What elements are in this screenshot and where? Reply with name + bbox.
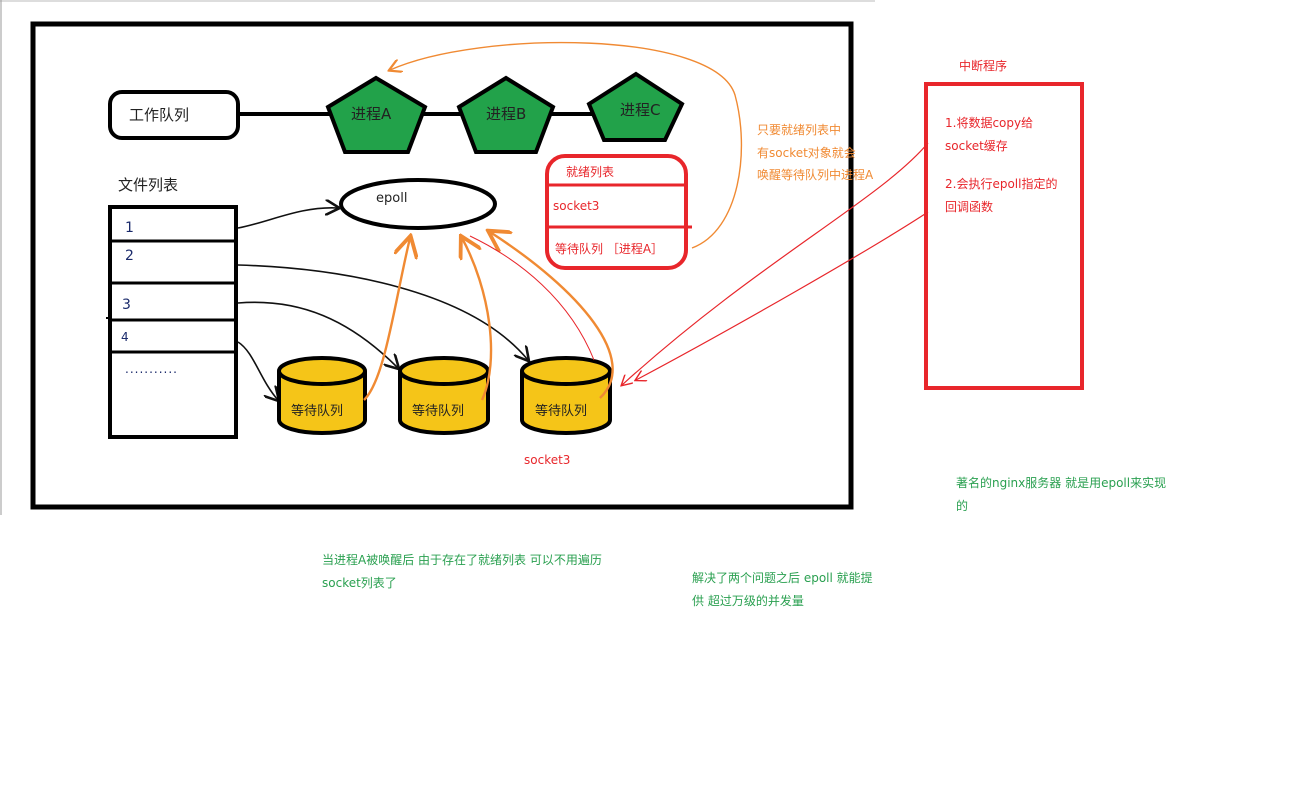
work-queue-box [108,90,240,140]
ready-list-benefit-line: socket列表了 [322,576,397,590]
file-list-title: 文件列表 [118,176,179,194]
interrupt-line: 1.将数据copy给 [945,116,1034,130]
ready-list-benefit-line: 当进程A被唤醒后 由于存在了就绪列表 可以不用遍历 [322,553,602,567]
interrupt-line: socket缓存 [945,139,1008,153]
interrupt-title: 中断程序 [959,59,1008,73]
file-list-row: ........... [125,362,178,376]
red-line-callback-to-queue3 [636,211,929,380]
ready-list-wait: 等待队列 ［进程A］ [555,242,664,256]
orange-note-line: 唤醒等待队列中进程A [757,168,874,182]
file-list-row: 4 [121,330,129,344]
wait-queue-label: 等待队列 [535,404,588,419]
file-list-box [108,205,238,439]
red-line-interrupt-to-queue3 [622,142,929,385]
interrupt-line: 2.会执行epoll指定的 [945,177,1058,191]
ready-list-item: socket3 [553,199,600,213]
file-list-row: 2 [125,248,134,264]
epoll-ellipse [339,178,497,230]
main-frame [30,21,854,510]
wait-queue-cylinder-2 [398,356,490,435]
arrow-file4-to-queue1 [237,341,278,400]
concurrency-note-line: 解决了两个问题之后 epoll 就能提 [692,571,873,585]
concurrency-note-line: 供 超过万级的并发量 [692,594,804,608]
process-c-pentagon [586,71,685,142]
arrow-file3-to-queue2 [237,301,398,368]
arrow-file2-to-queue3 [237,264,528,360]
interrupt-box [924,82,1084,390]
process-b-pentagon [456,75,556,154]
process-a-label: 进程A [351,105,392,123]
process-a-pentagon [325,75,428,154]
epoll-label: epoll [376,191,408,206]
arrow-file1-to-epoll [237,208,338,229]
orange-arrow-queue2-to-epoll [462,238,493,401]
nginx-note-line: 的 [956,499,969,513]
wait-queue-cylinder-3 [520,356,612,435]
orange-note-line: 有socket对象就会 [757,146,856,160]
interrupt-line: 回调函数 [945,200,994,214]
orange-arrow-queue1-to-epoll [363,238,410,401]
orange-arrow-queue3-to-epoll [490,232,614,399]
wait-queue-label: 等待队列 [412,404,465,419]
orange-wakeup-arrow [390,41,743,249]
orange-note-line: 只要就绪列表中 [757,123,842,137]
file-list-row: 3 [122,297,131,313]
wait-queue-cylinder-1 [277,356,367,435]
file-list-row: 1 [125,220,134,236]
ready-list-title: 就绪列表 [566,165,615,179]
nginx-note-line: 著名的nginx服务器 就是用epoll来实现 [956,476,1167,490]
process-b-label: 进程B [486,105,527,123]
socket3-caption: socket3 [524,453,571,467]
process-c-label: 进程C [620,101,661,119]
wait-queue-label: 等待队列 [291,404,344,419]
work-queue-label: 工作队列 [129,106,190,124]
red-thin-queue3-to-epoll [469,235,595,361]
